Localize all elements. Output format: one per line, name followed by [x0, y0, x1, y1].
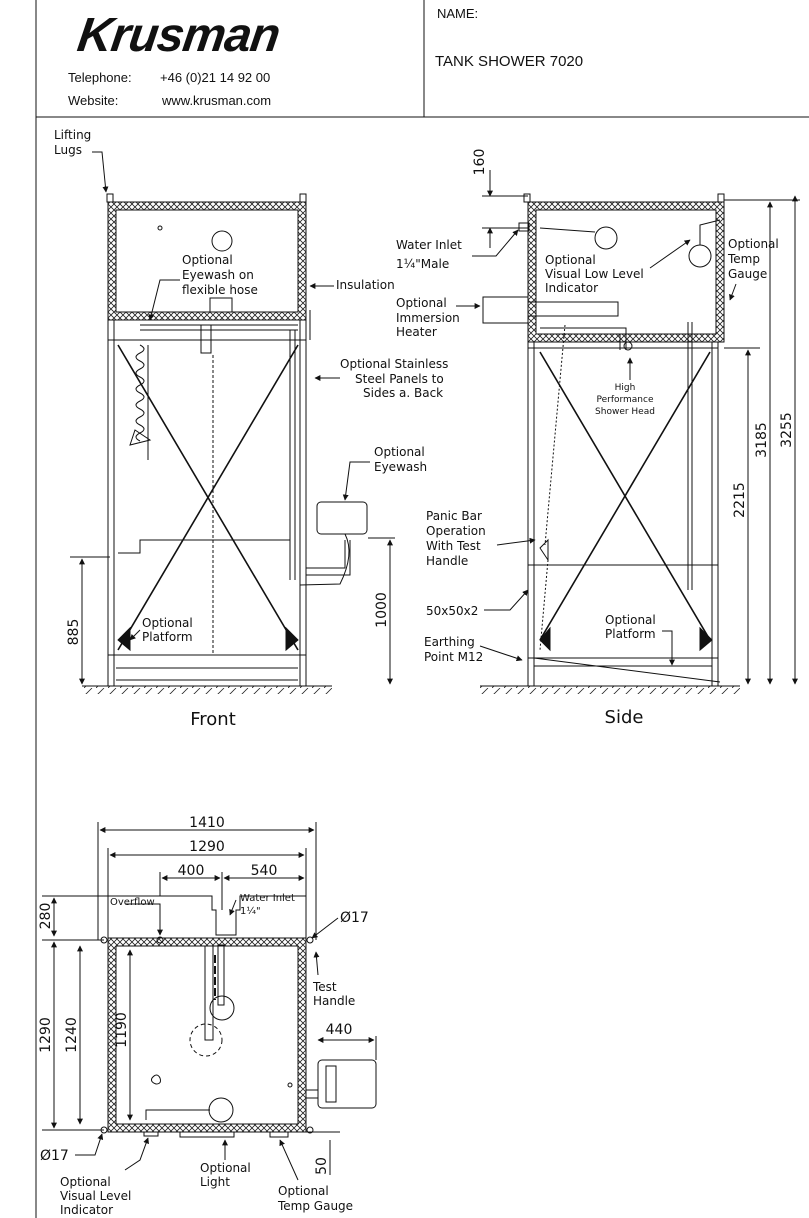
- dim-280: 280: [38, 903, 54, 930]
- test-handle-label-2: Handle: [313, 994, 355, 1008]
- side-water-inlet-label-2: 1¼"Male: [396, 257, 449, 271]
- front-dimensions: [70, 151, 395, 685]
- immersion-heater-label-2: Immersion: [396, 311, 460, 325]
- lifting-lugs-label-2: Lugs: [54, 143, 82, 157]
- dim-160: 160: [472, 149, 488, 176]
- front-platform-label-2: Platform: [142, 630, 193, 644]
- dim-540: 540: [251, 863, 278, 879]
- product-name: TANK SHOWER 7020: [435, 53, 584, 70]
- website-link[interactable]: www.krusman.com: [162, 93, 272, 108]
- earthing-label-1: Earthing: [424, 635, 475, 649]
- insulation-label: Insulation: [336, 278, 395, 292]
- top-view: [100, 895, 377, 1138]
- website-label: Website:: [68, 93, 119, 108]
- lifting-lugs-label-1: Lifting: [54, 128, 91, 142]
- top-temp-gauge-label-1: Optional: [278, 1184, 329, 1198]
- dim-1410: 1410: [189, 815, 225, 831]
- ss-panels-label-3: Sides a. Back: [363, 386, 443, 400]
- dim-885: 885: [66, 619, 82, 646]
- top-temp-gauge-label-2: Temp Gauge: [277, 1199, 353, 1213]
- dia-17-right: Ø17: [340, 910, 369, 926]
- overflow-label: Overflow: [110, 897, 155, 908]
- panic-bar-label-2: Operation: [426, 524, 486, 538]
- dim-1290: 1290: [189, 839, 225, 855]
- side-temp-gauge-label-3: Gauge: [728, 267, 767, 281]
- dim-1000: 1000: [374, 592, 390, 628]
- eyewash-hose-label-2: Eyewash on: [182, 268, 254, 282]
- optional-eyewash-label-1: Optional: [374, 445, 425, 459]
- earthing-label-2: Point M12: [424, 650, 483, 664]
- top-dimensions: [42, 822, 377, 1181]
- dim-3185: 3185: [754, 422, 770, 458]
- light-label-1: Optional: [200, 1161, 251, 1175]
- visual-low-level-label-3: Indicator: [545, 281, 598, 295]
- side-dimensions: [456, 170, 800, 685]
- immersion-heater-label-1: Optional: [396, 296, 447, 310]
- top-water-inlet-label-1: Water Inlet: [240, 893, 295, 904]
- immersion-heater-label-3: Heater: [396, 325, 437, 339]
- telephone-value: +46 (0)21 14 92 00: [160, 70, 271, 85]
- dia-17-left: Ø17: [40, 1148, 69, 1164]
- eyewash-hose-label-3: flexible hose: [182, 283, 258, 297]
- dim-1190: 1190: [114, 1012, 130, 1048]
- telephone-label: Telephone:: [68, 70, 132, 85]
- dim-3255: 3255: [779, 412, 795, 448]
- visual-low-level-label-1: Optional: [545, 253, 596, 267]
- profile-label: 50x50x2: [426, 604, 478, 618]
- title-block-frame: [35, 0, 809, 1218]
- shower-head-label-1: High: [615, 383, 636, 393]
- name-label: NAME:: [437, 6, 479, 21]
- visual-low-level-label-2: Visual Low Level: [545, 267, 644, 281]
- side-temp-gauge-label-2: Temp: [727, 252, 760, 266]
- panic-bar-label-4: Handle: [426, 554, 468, 568]
- side-platform-label-1: Optional: [605, 613, 656, 627]
- front-view: [82, 193, 368, 694]
- panic-bar-label-3: With Test: [426, 539, 481, 553]
- dim-400: 400: [178, 863, 205, 879]
- front-platform-label-1: Optional: [142, 616, 193, 630]
- visual-level-label-2: Visual Level: [60, 1189, 131, 1203]
- dim-50: 50: [314, 1157, 330, 1175]
- ss-panels-label-1: Optional Stainless: [340, 357, 448, 371]
- side-water-inlet-label-1: Water Inlet: [396, 238, 462, 252]
- shower-head-label-3: Shower Head: [595, 407, 655, 417]
- dim-2215: 2215: [732, 482, 748, 518]
- eyewash-hose-label-1: Optional: [182, 253, 233, 267]
- top-water-inlet-label-2: 1¼": [240, 905, 261, 917]
- light-label-2: Light: [200, 1175, 230, 1189]
- dim-1240: 1240: [64, 1017, 80, 1053]
- side-temp-gauge-label-1: Optional: [728, 237, 779, 251]
- front-view-title: Front: [190, 709, 236, 730]
- dim-1290-vertical: 1290: [38, 1017, 54, 1053]
- panic-bar-label-1: Panic Bar: [426, 509, 482, 523]
- side-view-title: Side: [605, 707, 644, 728]
- visual-level-label-1: Optional: [60, 1175, 111, 1189]
- optional-eyewash-label-2: Eyewash: [374, 460, 427, 474]
- side-platform-label-2: Platform: [605, 627, 656, 641]
- dim-440: 440: [326, 1022, 353, 1038]
- test-handle-label-1: Test: [312, 980, 337, 994]
- ss-panels-label-2: Steel Panels to: [355, 372, 444, 386]
- side-view: [480, 193, 740, 694]
- shower-head-label-2: Performance: [596, 395, 653, 405]
- visual-level-label-3: Indicator: [60, 1203, 113, 1217]
